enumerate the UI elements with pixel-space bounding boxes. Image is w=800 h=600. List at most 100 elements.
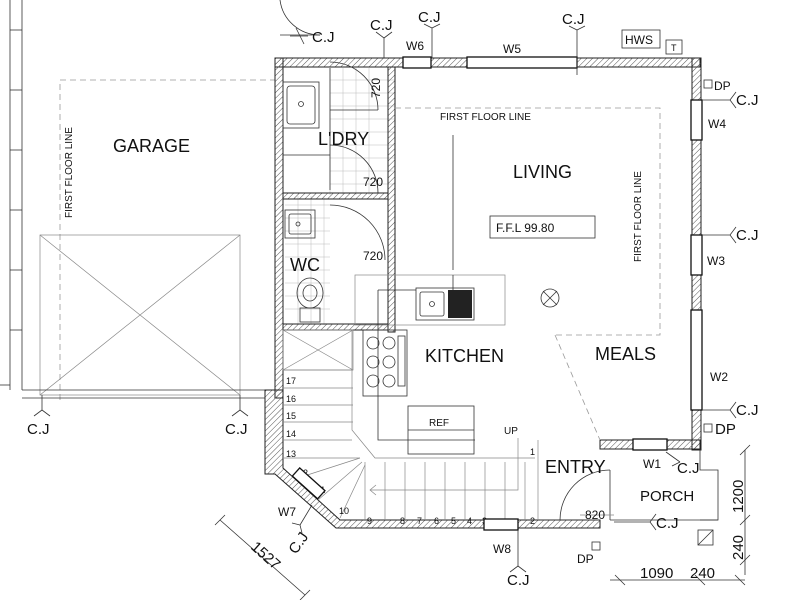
wc-door-dim: 720	[363, 249, 383, 263]
stair-16: 16	[286, 394, 296, 404]
kitchen-area	[351, 274, 535, 459]
stair-1: 1	[530, 447, 535, 457]
window-w7	[291, 466, 326, 500]
cj-w3: C.J	[736, 227, 759, 244]
garage-label: GARAGE	[113, 136, 190, 156]
dim-240-bottom: 240	[690, 565, 715, 582]
cj-marker-w3	[702, 226, 737, 244]
first-floor-line-garage: FIRST FLOOR LINE	[64, 127, 75, 218]
stair-6: 6	[434, 516, 439, 526]
cj-w6-right: C.J	[418, 9, 441, 26]
cj-w7: C.J	[285, 529, 312, 557]
cj-w6-left: C.J	[370, 17, 393, 34]
cj-marker-w1	[665, 451, 681, 467]
dim-1527: 1527	[247, 538, 283, 573]
cj-marker-garage-left	[33, 395, 51, 417]
stair-15: 15	[286, 411, 296, 421]
first-floor-line-living	[395, 107, 661, 336]
window-w3	[690, 234, 703, 276]
tap-box	[665, 39, 683, 55]
kitchen-label: KITCHEN	[425, 346, 504, 366]
stair-4: 4	[467, 516, 472, 526]
stair-13: 13	[286, 449, 296, 459]
porch-label: PORCH	[640, 488, 694, 505]
fridge-label: REF	[429, 418, 449, 429]
cj-garage-left: C.J	[27, 421, 50, 438]
dim-line-1527	[214, 514, 311, 600]
dp-marker-bottom	[591, 541, 601, 551]
cj-marker-w8	[509, 530, 527, 573]
cj-marker-w5	[568, 25, 586, 75]
cj-marker-w6-b	[423, 23, 441, 58]
window-w6	[402, 56, 432, 69]
w8-label: W8	[493, 542, 511, 556]
first-floor-line-label-right: FIRST FLOOR LINE	[633, 171, 644, 262]
dp-marker-top	[703, 79, 713, 89]
laundry-inner-door-dim: 720	[363, 175, 383, 189]
entry-label: ENTRY	[545, 457, 606, 477]
stair-10: 10	[339, 506, 349, 516]
w6-label: W6	[406, 39, 424, 53]
w1-label: W1	[643, 457, 661, 471]
stair-up-label: UP	[504, 426, 518, 437]
entry-door-dim: 820	[585, 508, 605, 522]
w3-label: W3	[707, 254, 725, 268]
w2-label: W2	[710, 370, 728, 384]
stair-14: 14	[286, 429, 296, 439]
dp-right: DP	[715, 421, 736, 438]
cj-marker-garage-right	[231, 395, 249, 417]
dp-marker-right	[703, 423, 713, 433]
window-w5	[466, 56, 578, 69]
window-w1	[632, 438, 668, 451]
hws-box	[621, 29, 661, 49]
stair-7: 7	[417, 516, 422, 526]
tap-label: T	[671, 43, 677, 53]
stair-17: 17	[286, 376, 296, 386]
window-w2	[690, 309, 703, 411]
stair-9: 9	[367, 516, 372, 526]
cj-marker-w4	[702, 91, 737, 109]
cj-marker-entry	[614, 513, 657, 531]
dim-1200: 1200	[730, 480, 747, 513]
ffl-label: F.F.L 99.80	[496, 221, 555, 235]
entry-porch-area	[554, 334, 719, 546]
cj-entry: C.J	[656, 515, 679, 532]
garage-area	[0, 0, 321, 400]
cj-w1: C.J	[677, 460, 700, 477]
dp-bottom: DP	[577, 552, 594, 566]
dim-line-bottom	[610, 574, 746, 586]
hws-label: HWS	[625, 33, 653, 47]
wc-label: WC	[290, 255, 320, 275]
cj-w2: C.J	[736, 402, 759, 419]
w7-label: W7	[278, 505, 296, 519]
ceiling-light-icon	[540, 288, 560, 308]
laundry-wc-area	[282, 61, 396, 333]
cj-marker-w6	[375, 31, 393, 58]
w4-label: W4	[708, 117, 726, 131]
cj-w8: C.J	[507, 572, 530, 589]
stairs	[282, 329, 539, 520]
meals-label: MEALS	[595, 344, 656, 364]
cj-w4: C.J	[736, 92, 759, 109]
ffl-box	[489, 215, 596, 239]
stair-8: 8	[400, 516, 405, 526]
dp-top: DP	[714, 79, 731, 93]
cj-garage-right: C.J	[225, 421, 248, 438]
cj-garage-top: C.J	[312, 29, 335, 46]
cj-marker-w7	[291, 504, 313, 534]
stair-5: 5	[451, 516, 456, 526]
dim-line-right	[739, 444, 751, 575]
cj-w5: C.J	[562, 11, 585, 28]
cj-marker-w2	[702, 401, 737, 419]
dim-240-right: 240	[730, 535, 747, 560]
laundry-label: L'DRY	[318, 129, 369, 149]
first-floor-line-label-top: FIRST FLOOR LINE	[440, 112, 531, 123]
stair-2: 2	[530, 516, 535, 526]
window-w4	[690, 99, 703, 141]
window-w8	[483, 518, 519, 531]
dim-1090: 1090	[640, 565, 673, 582]
w5-label: W5	[503, 42, 521, 56]
cj-marker-garage-top	[290, 27, 308, 45]
laundry-door-dim: 720	[369, 78, 383, 98]
